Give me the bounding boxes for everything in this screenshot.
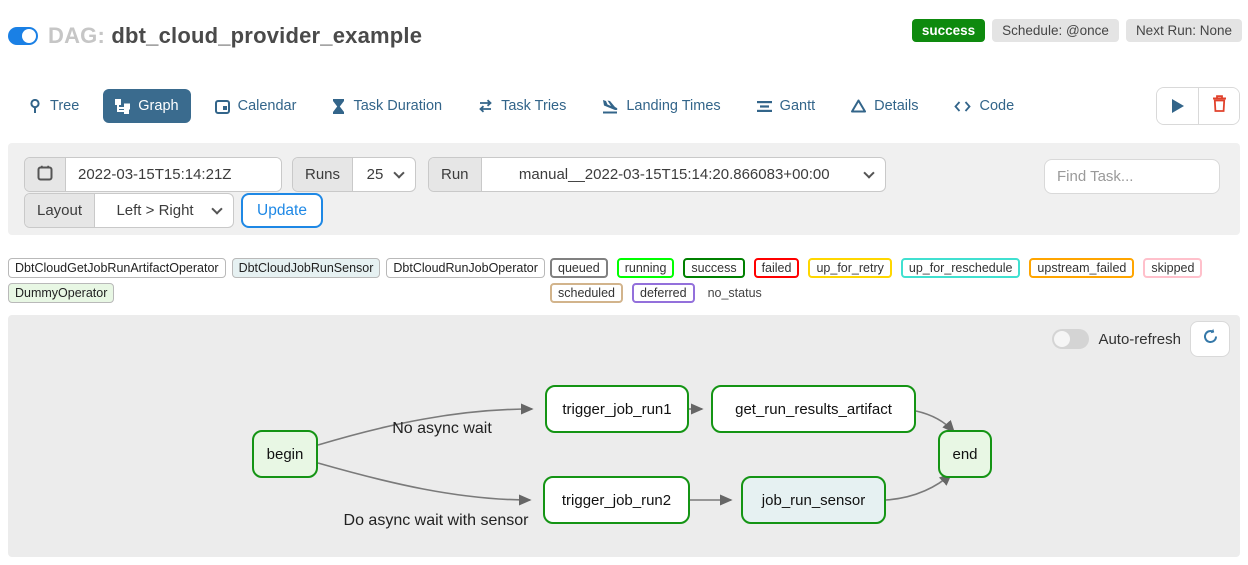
dag-pause-toggle[interactable] (8, 27, 38, 45)
next-run-badge: Next Run: None (1125, 18, 1242, 42)
status-badge: success (911, 18, 986, 42)
toggle-knob (22, 29, 36, 43)
state-legend: queued running success failed up_for_ret… (550, 258, 1240, 303)
operator-badge: DbtCloudRunJobOperator (386, 258, 545, 278)
trash-icon (1212, 95, 1227, 117)
update-button[interactable]: Update (241, 193, 323, 228)
dag-edges (317, 403, 956, 506)
operator-badge: DummyOperator (8, 283, 115, 303)
state-badge-up-for-reschedule[interactable]: up_for_reschedule (900, 258, 1021, 278)
tab-label: Calendar (237, 98, 297, 114)
chevron-down-icon (393, 166, 405, 179)
node-trigger-job-run1[interactable]: trigger_job_run1 (545, 385, 689, 433)
edge-label-async-wait-sensor: Do async wait with sensor (343, 512, 529, 529)
edge-label-no-async-wait: No async wait (392, 420, 492, 437)
auto-refresh-controls: Auto-refresh (1052, 321, 1230, 357)
tab-label: Code (979, 98, 1015, 114)
view-tabbar: Tree Graph Calendar Task Duration Task T… (16, 86, 1240, 126)
find-task-input[interactable] (1044, 159, 1220, 194)
tab-gantt[interactable]: Gantt (745, 89, 827, 123)
filter-bar: Runs 25 Run manual__2022-03-15T15:14:20.… (8, 143, 1240, 235)
dag-name: dbt_cloud_provider_example (111, 23, 423, 48)
run-value: manual__2022-03-15T15:14:20.866083+00:00 (518, 166, 830, 183)
calendar-icon (214, 99, 230, 114)
schedule-badge: Schedule: @once (992, 18, 1119, 42)
code-icon (954, 100, 972, 113)
tab-calendar[interactable]: Calendar (203, 89, 309, 123)
graph-icon (115, 98, 131, 114)
base-date-group (24, 157, 282, 192)
tab-label: Task Duration (353, 98, 443, 114)
run-label: Run (429, 158, 482, 191)
layout-value: Left > Right (116, 202, 194, 219)
state-badge-up-for-retry[interactable]: up_for_retry (808, 258, 892, 278)
tab-label: Gantt (779, 98, 816, 114)
node-job-run-sensor[interactable]: job_run_sensor (741, 476, 886, 524)
details-icon (851, 99, 867, 113)
header-badges: success Schedule: @once Next Run: None (911, 18, 1242, 42)
state-badge-success[interactable]: success (683, 258, 745, 278)
hourglass-icon (332, 98, 345, 114)
tab-graph[interactable]: Graph (103, 89, 191, 123)
chevron-down-icon (211, 202, 223, 215)
state-badge-scheduled[interactable]: scheduled (550, 283, 623, 303)
layout-group: Layout Left > Right (24, 193, 234, 228)
node-end[interactable]: end (938, 430, 992, 478)
refresh-icon (1202, 328, 1219, 350)
run-select[interactable]: manual__2022-03-15T15:14:20.866083+00:00 (482, 158, 885, 191)
node-begin[interactable]: begin (252, 430, 318, 478)
num-runs-group: Runs 25 (292, 157, 416, 192)
dag-graph-panel: Auto-refresh begin trigger_job_run1 get_… (8, 315, 1240, 557)
tab-code[interactable]: Code (942, 89, 1026, 123)
state-badge-skipped[interactable]: skipped (1143, 258, 1203, 278)
state-badge-queued[interactable]: queued (550, 258, 608, 278)
run-select-group: Run manual__2022-03-15T15:14:20.866083+0… (428, 157, 886, 192)
tab-label: Details (874, 98, 919, 114)
tab-label: Graph (138, 98, 179, 114)
dag-title-prefix: DAG: (48, 23, 106, 48)
delete-dag-button[interactable] (1198, 88, 1239, 124)
play-icon (1171, 99, 1184, 113)
tab-label: Landing Times (626, 98, 721, 114)
runs-value: 25 (366, 166, 384, 183)
trigger-dag-button[interactable] (1157, 88, 1198, 124)
base-date-input[interactable] (66, 158, 281, 191)
tab-label: Tree (50, 98, 80, 114)
refresh-button[interactable] (1190, 321, 1230, 357)
chevron-down-icon (863, 166, 875, 179)
page-title: DAG: dbt_cloud_provider_example (48, 23, 422, 49)
tab-tree[interactable]: Tree (16, 89, 91, 123)
plane-landing-icon (602, 99, 618, 114)
state-badge-failed[interactable]: failed (753, 258, 800, 278)
gantt-icon (756, 100, 772, 113)
runs-label: Runs (293, 158, 354, 191)
layout-label: Layout (25, 194, 96, 227)
operator-badge: DbtCloudJobRunSensor (231, 258, 381, 278)
tab-task-duration[interactable]: Task Duration (320, 89, 454, 123)
repeat-icon (478, 99, 493, 113)
state-badge-deferred[interactable]: deferred (632, 283, 695, 303)
dag-action-buttons (1156, 87, 1240, 125)
auto-refresh-label: Auto-refresh (1098, 330, 1181, 348)
legend: DbtCloudGetJobRunArtifactOperator DbtClo… (8, 258, 1240, 303)
auto-refresh-toggle[interactable] (1052, 329, 1090, 349)
calendar-icon (37, 165, 53, 185)
dag-header: DAG: dbt_cloud_provider_example success … (8, 16, 1242, 56)
state-badge-upstream-failed[interactable]: upstream_failed (1029, 258, 1135, 278)
operator-badge: DbtCloudGetJobRunArtifactOperator (8, 258, 226, 278)
tab-landing-times[interactable]: Landing Times (590, 89, 732, 123)
operator-legend: DbtCloudGetJobRunArtifactOperator DbtClo… (8, 258, 550, 303)
runs-select[interactable]: 25 (353, 158, 415, 191)
state-label-no-status: no_status (707, 286, 762, 300)
tab-task-tries[interactable]: Task Tries (466, 89, 578, 123)
toggle-knob (1054, 331, 1071, 347)
tab-details[interactable]: Details (839, 89, 930, 123)
state-badge-running[interactable]: running (616, 258, 675, 278)
layout-select[interactable]: Left > Right (95, 194, 233, 227)
tab-label: Task Tries (501, 98, 567, 114)
node-get-run-results-artifact[interactable]: get_run_results_artifact (711, 385, 916, 433)
node-trigger-job-run2[interactable]: trigger_job_run2 (543, 476, 690, 524)
tree-icon (28, 98, 42, 114)
calendar-field-icon-cell[interactable] (25, 158, 66, 191)
